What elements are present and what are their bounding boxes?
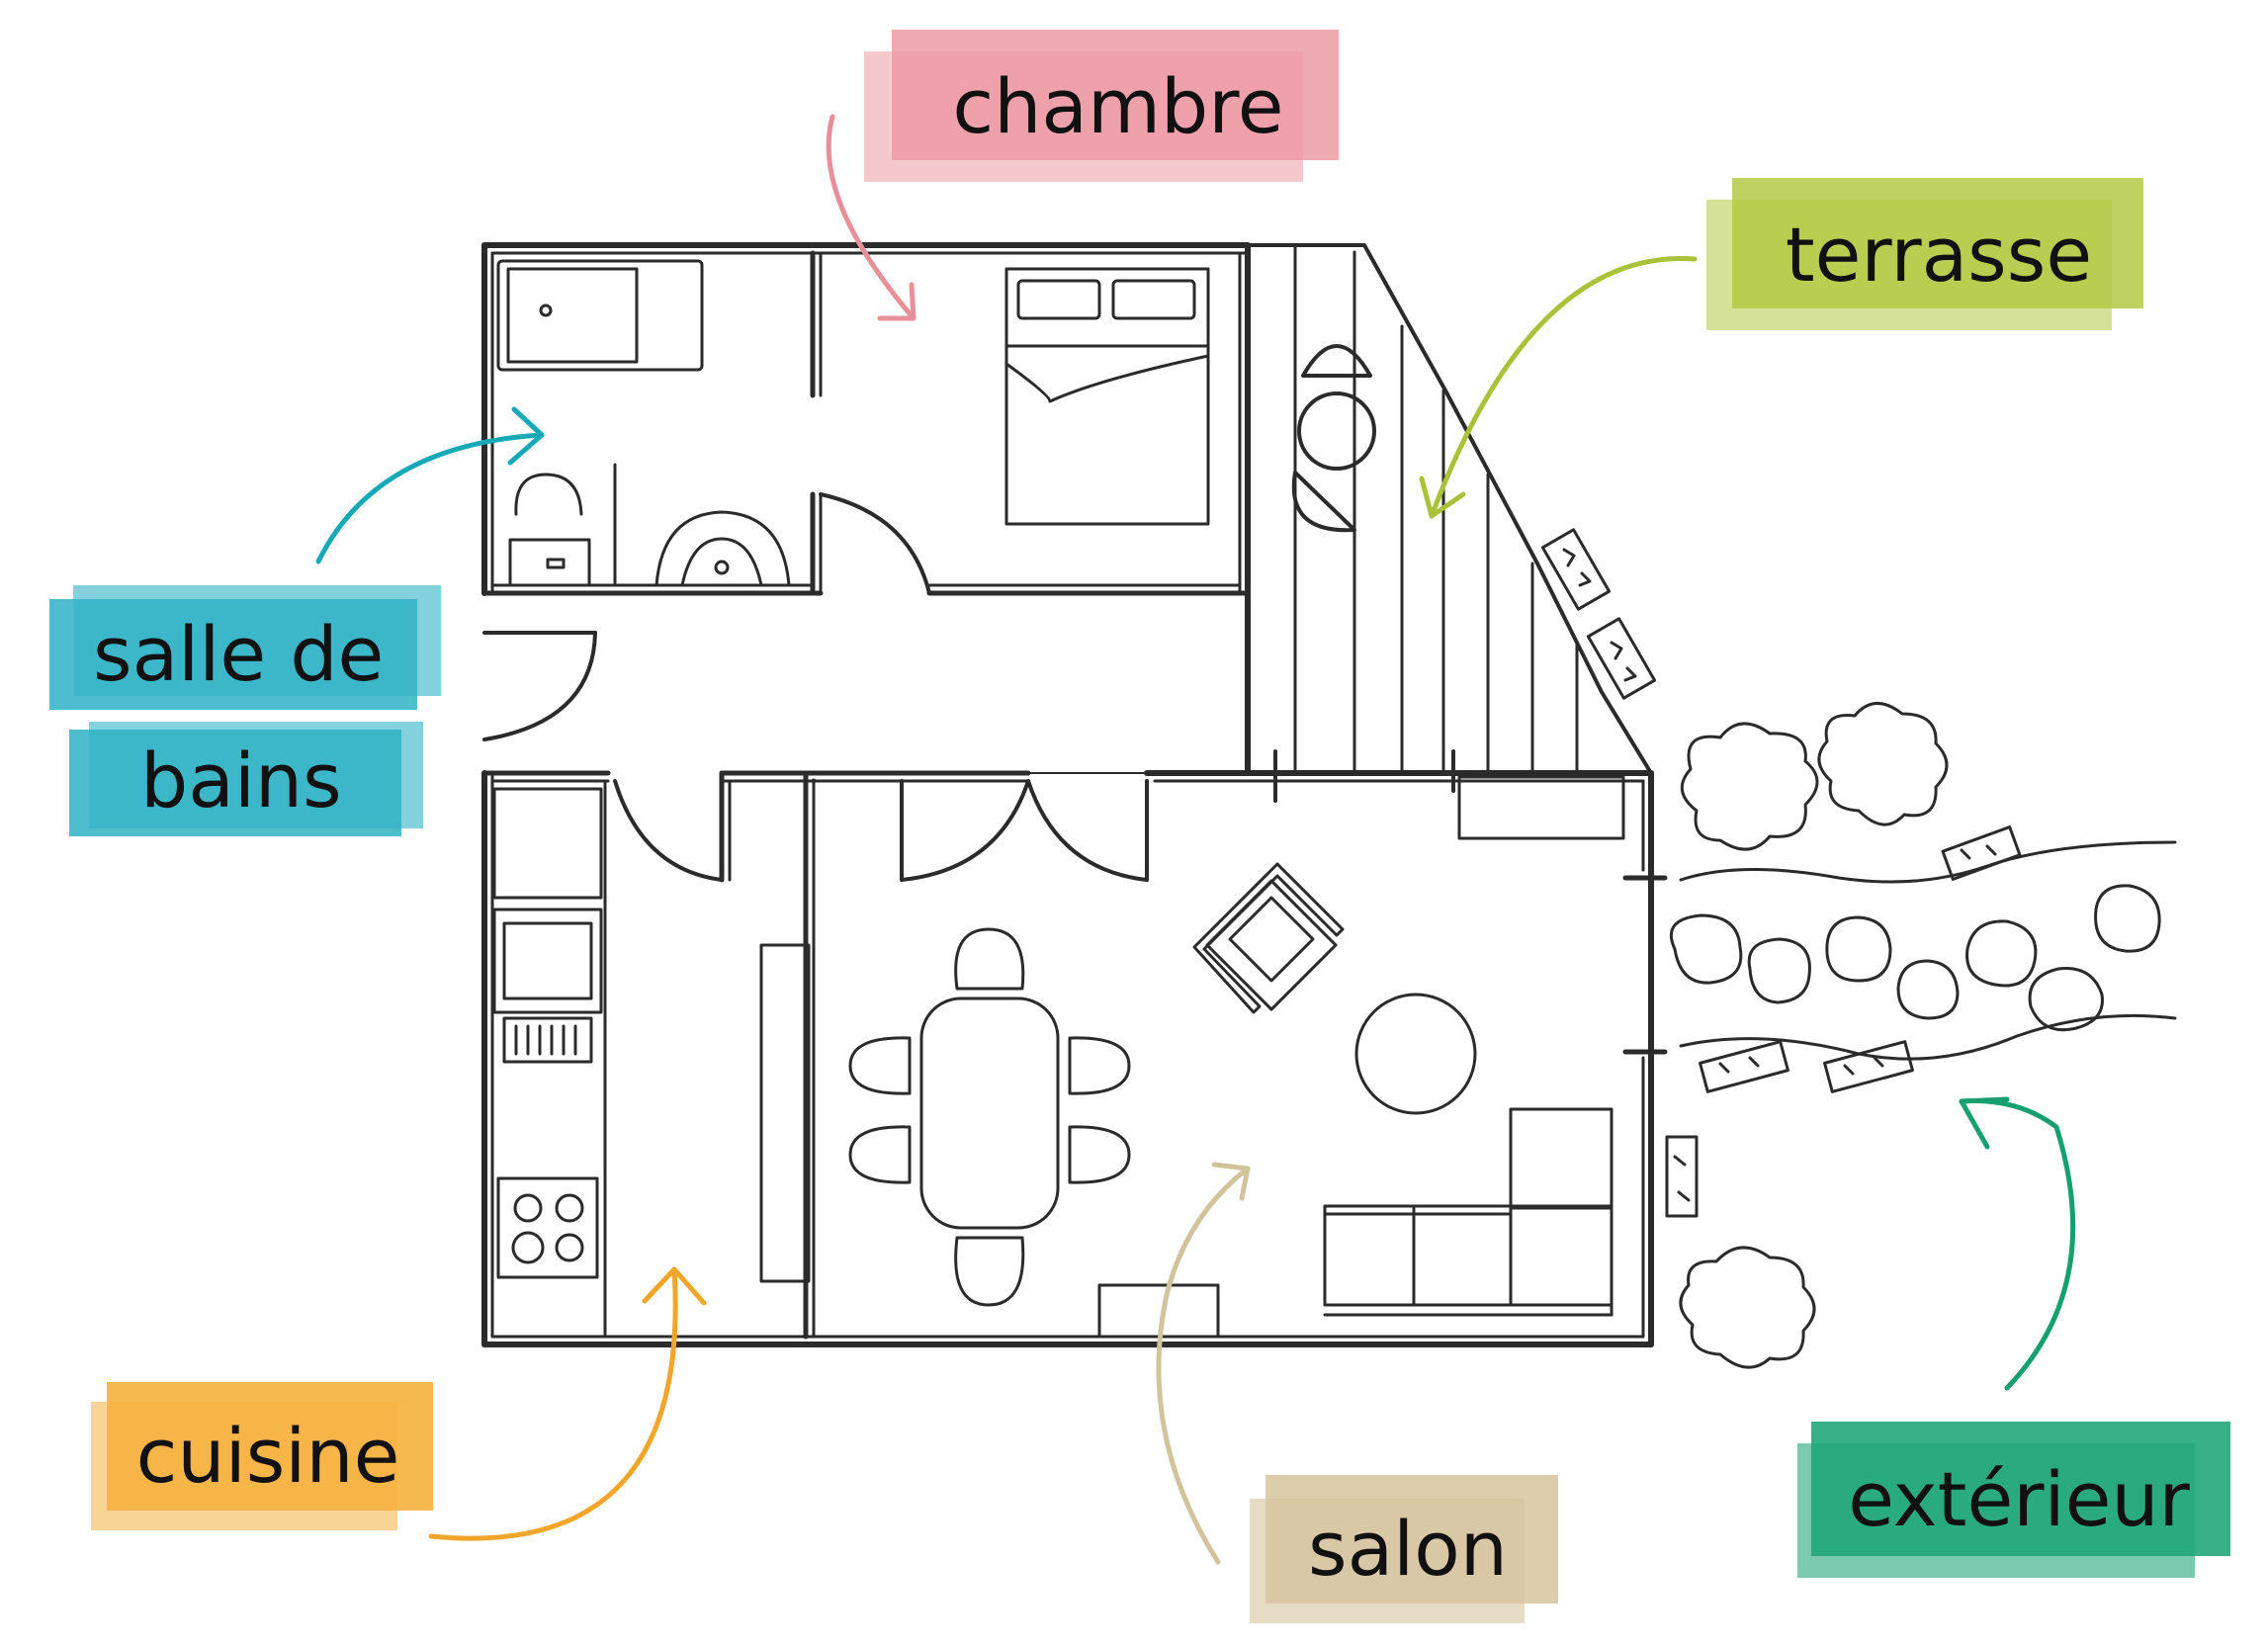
label-salon-text: salon (1308, 1505, 1508, 1593)
label-salon-bg2 (1265, 1475, 1558, 1604)
label-terrasse: terrasse (1706, 178, 2143, 332)
arrow-terrasse-head (1419, 476, 1466, 519)
interior-walls (481, 250, 1251, 1340)
arrow-cuisine-head (642, 1266, 707, 1306)
outer-walls (481, 242, 1654, 1347)
arrow-exterieur-head (1959, 1096, 2010, 1150)
label-chambre-bg2 (892, 30, 1339, 160)
label-chambre: chambre (864, 30, 1339, 184)
label-salle-line1: salle de (93, 610, 385, 698)
planters (1540, 528, 2022, 1218)
bathroom-fixtures (496, 259, 791, 587)
label-exterieur: extérieur (1797, 1422, 2230, 1578)
label-terrasse-text: terrasse (1785, 211, 2093, 299)
arrow-cuisine (428, 1266, 678, 1541)
garden-path (1669, 840, 2177, 1061)
dining-set (848, 927, 1131, 1307)
living-furniture (1097, 775, 1668, 1339)
bed (1004, 267, 1210, 526)
arrow-salle (315, 432, 545, 564)
label-salle-line2: bains (140, 737, 342, 824)
label-exterieur-bg2 (1811, 1422, 2230, 1556)
label-chambre-text: chambre (952, 62, 1284, 150)
shrubs (1679, 702, 1949, 1369)
kitchen-fixtures (492, 787, 811, 1283)
arrow-salon (1156, 1166, 1251, 1565)
arrow-salle-head (507, 406, 545, 466)
label-salle-de-bains: salle de bains (45, 585, 441, 836)
arrow-terrasse (1429, 256, 1698, 519)
label-cuisine-bg2 (107, 1382, 433, 1511)
label-salle-bg2 (73, 585, 441, 696)
doors (482, 492, 1149, 882)
label-cuisine-text: cuisine (135, 1412, 400, 1500)
label-salon: salon (1250, 1475, 1558, 1623)
label-exterieur-text: extérieur (1848, 1455, 2190, 1543)
label-terrasse-bg2 (1732, 178, 2143, 308)
arrow-exterieur (1959, 1098, 2076, 1391)
terrace (1246, 243, 1653, 803)
arrow-salon-head (1211, 1162, 1251, 1201)
label-salle-bg4 (89, 722, 423, 828)
arrow-chambre-head (877, 282, 916, 321)
label-cuisine: cuisine (91, 1382, 433, 1530)
arrow-chambre (826, 114, 916, 321)
